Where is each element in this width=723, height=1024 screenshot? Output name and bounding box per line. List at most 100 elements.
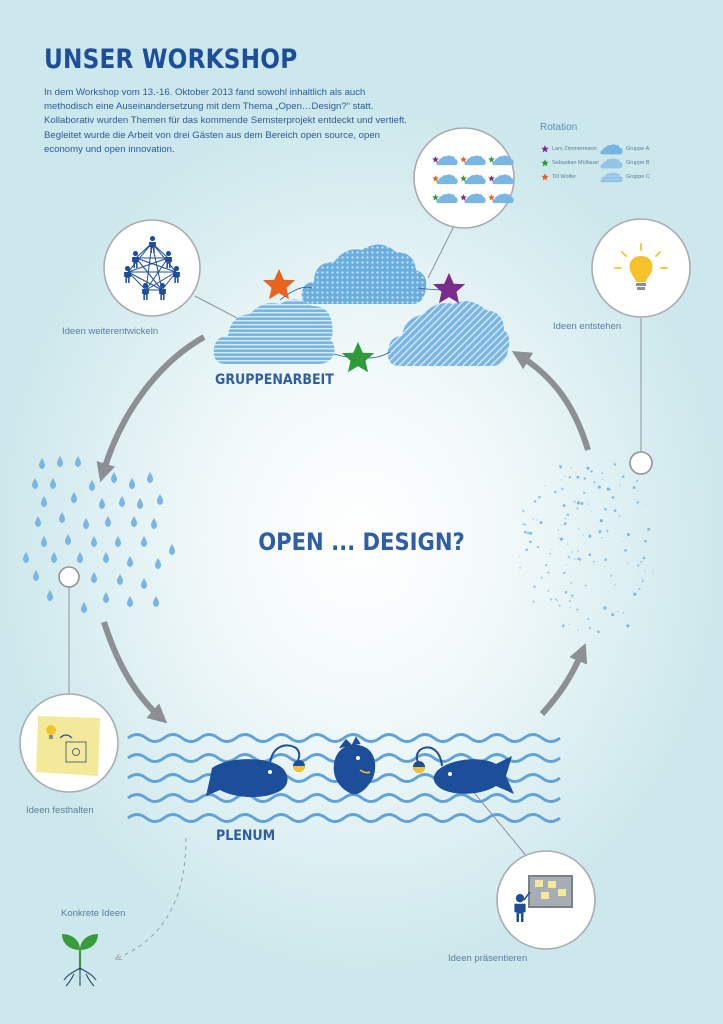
scatter-dot (613, 463, 617, 466)
legend-star-green (541, 159, 549, 167)
scatter-dot (523, 530, 527, 534)
scatter-dot (633, 592, 637, 596)
rotation-grid-icon (432, 155, 514, 204)
scatter-dot (638, 587, 641, 591)
anglerfish-left (206, 744, 305, 798)
scatter-dot (567, 555, 570, 559)
scatter-dot (613, 509, 617, 513)
scatter-dot (636, 501, 639, 504)
scatter-dot (576, 501, 580, 505)
scatter-dot (644, 503, 647, 505)
scatter-dot (538, 495, 541, 499)
anglerfish-right (413, 746, 514, 794)
group-work-label: GRUPPENARBEIT (215, 372, 334, 388)
scatter-dot (652, 570, 654, 573)
label-weiterentwickeln: Ideen weiterentwickeln (62, 326, 159, 337)
scatter-dot (618, 514, 621, 517)
scatter-dot (529, 540, 532, 544)
scatter-dot (522, 510, 525, 513)
page-title: UNSER WORKSHOP (44, 44, 298, 75)
scatter-dot (583, 542, 585, 544)
scatter-dot (588, 626, 592, 630)
scatter-dot (592, 560, 595, 563)
scatter-dot (518, 555, 520, 558)
scatter-dot (532, 518, 535, 521)
scatter-dot (573, 558, 576, 560)
rotation-legend-marks (541, 144, 623, 183)
scatter-dot (526, 531, 530, 535)
scatter-dot (557, 537, 560, 539)
legend-guest-2: Sebastian Müllauer (552, 160, 600, 166)
scatter-dot (551, 548, 553, 551)
scatter-dot (584, 584, 587, 587)
scatter-dot (565, 564, 568, 566)
scatter-dot (619, 484, 621, 487)
scatter-dot (559, 465, 563, 469)
scatter-dot (563, 522, 567, 525)
intro-text: In dem Workshop vom 13.-16. Oktober 2013… (44, 87, 407, 155)
rotation-title: Rotation (540, 122, 578, 133)
scatter-dot (557, 529, 560, 531)
scatter-dot (587, 503, 590, 505)
scatter-dot (577, 629, 580, 632)
label-festhalten: Ideen festhalten (26, 805, 94, 816)
label-entstehen: Ideen entstehen (553, 321, 622, 332)
legend-star-orange (541, 173, 549, 181)
scatter-dot (636, 479, 639, 483)
presenter-icon (514, 875, 573, 922)
scatter-dot (602, 478, 604, 481)
scatter-dot (561, 487, 564, 491)
circle-weiterentwickeln (103, 219, 201, 317)
scatter-dot (533, 500, 537, 503)
scatter-dot (604, 507, 607, 511)
scatter-dot (570, 581, 572, 584)
scatter-dot (614, 583, 616, 586)
cloud-group-a (301, 244, 427, 304)
scatter-dot (599, 519, 603, 523)
scatter-dot (636, 564, 640, 567)
label-praesentieren: Ideen präsentieren (448, 953, 528, 964)
scatter-dot (544, 563, 548, 567)
star-green (341, 341, 375, 373)
scatter-dot (597, 485, 601, 489)
legend-guest-1: Lars Zimmermann (552, 146, 597, 152)
circle-small-right (629, 451, 653, 475)
plenum-label: PLENUM (216, 828, 276, 844)
scatter-dot (566, 543, 569, 545)
scatter-dot (610, 574, 613, 577)
star-orange (262, 268, 296, 300)
network-icon (124, 236, 180, 300)
scatter-dot (622, 612, 625, 615)
cycle-arrows (96, 334, 591, 724)
scatter-dot (647, 527, 651, 531)
scatter-dot (549, 552, 551, 555)
arrow-top-right (511, 350, 591, 451)
scatter-dot (570, 594, 574, 597)
scatter-dot (576, 475, 580, 479)
cloud-group-b (387, 301, 510, 366)
scatter-dot (577, 550, 579, 553)
scatter-dot (621, 540, 623, 543)
scatter-dot (621, 475, 625, 479)
scatter-dot (532, 600, 535, 603)
center-title: OPEN ... DESIGN? (258, 528, 465, 556)
legend-group-c: Gruppe C (626, 174, 650, 180)
group-clouds (213, 244, 510, 373)
scatter-dot (593, 481, 596, 484)
scatter-dot (644, 539, 647, 543)
scatter-dot (539, 521, 543, 525)
legend-cloud-b (600, 158, 623, 169)
scatter-dot (601, 472, 604, 475)
scatter-dot (578, 558, 582, 561)
scatter-dots (518, 463, 654, 634)
scatter-dot (588, 534, 592, 538)
sprout-icon (62, 934, 98, 987)
scatter-dot (556, 600, 559, 603)
label-konkret: Konkrete Ideen (61, 908, 126, 919)
scatter-dot (580, 502, 584, 505)
star-purple (432, 272, 466, 304)
scatter-dot (547, 571, 550, 574)
scatter-dot (598, 530, 602, 534)
